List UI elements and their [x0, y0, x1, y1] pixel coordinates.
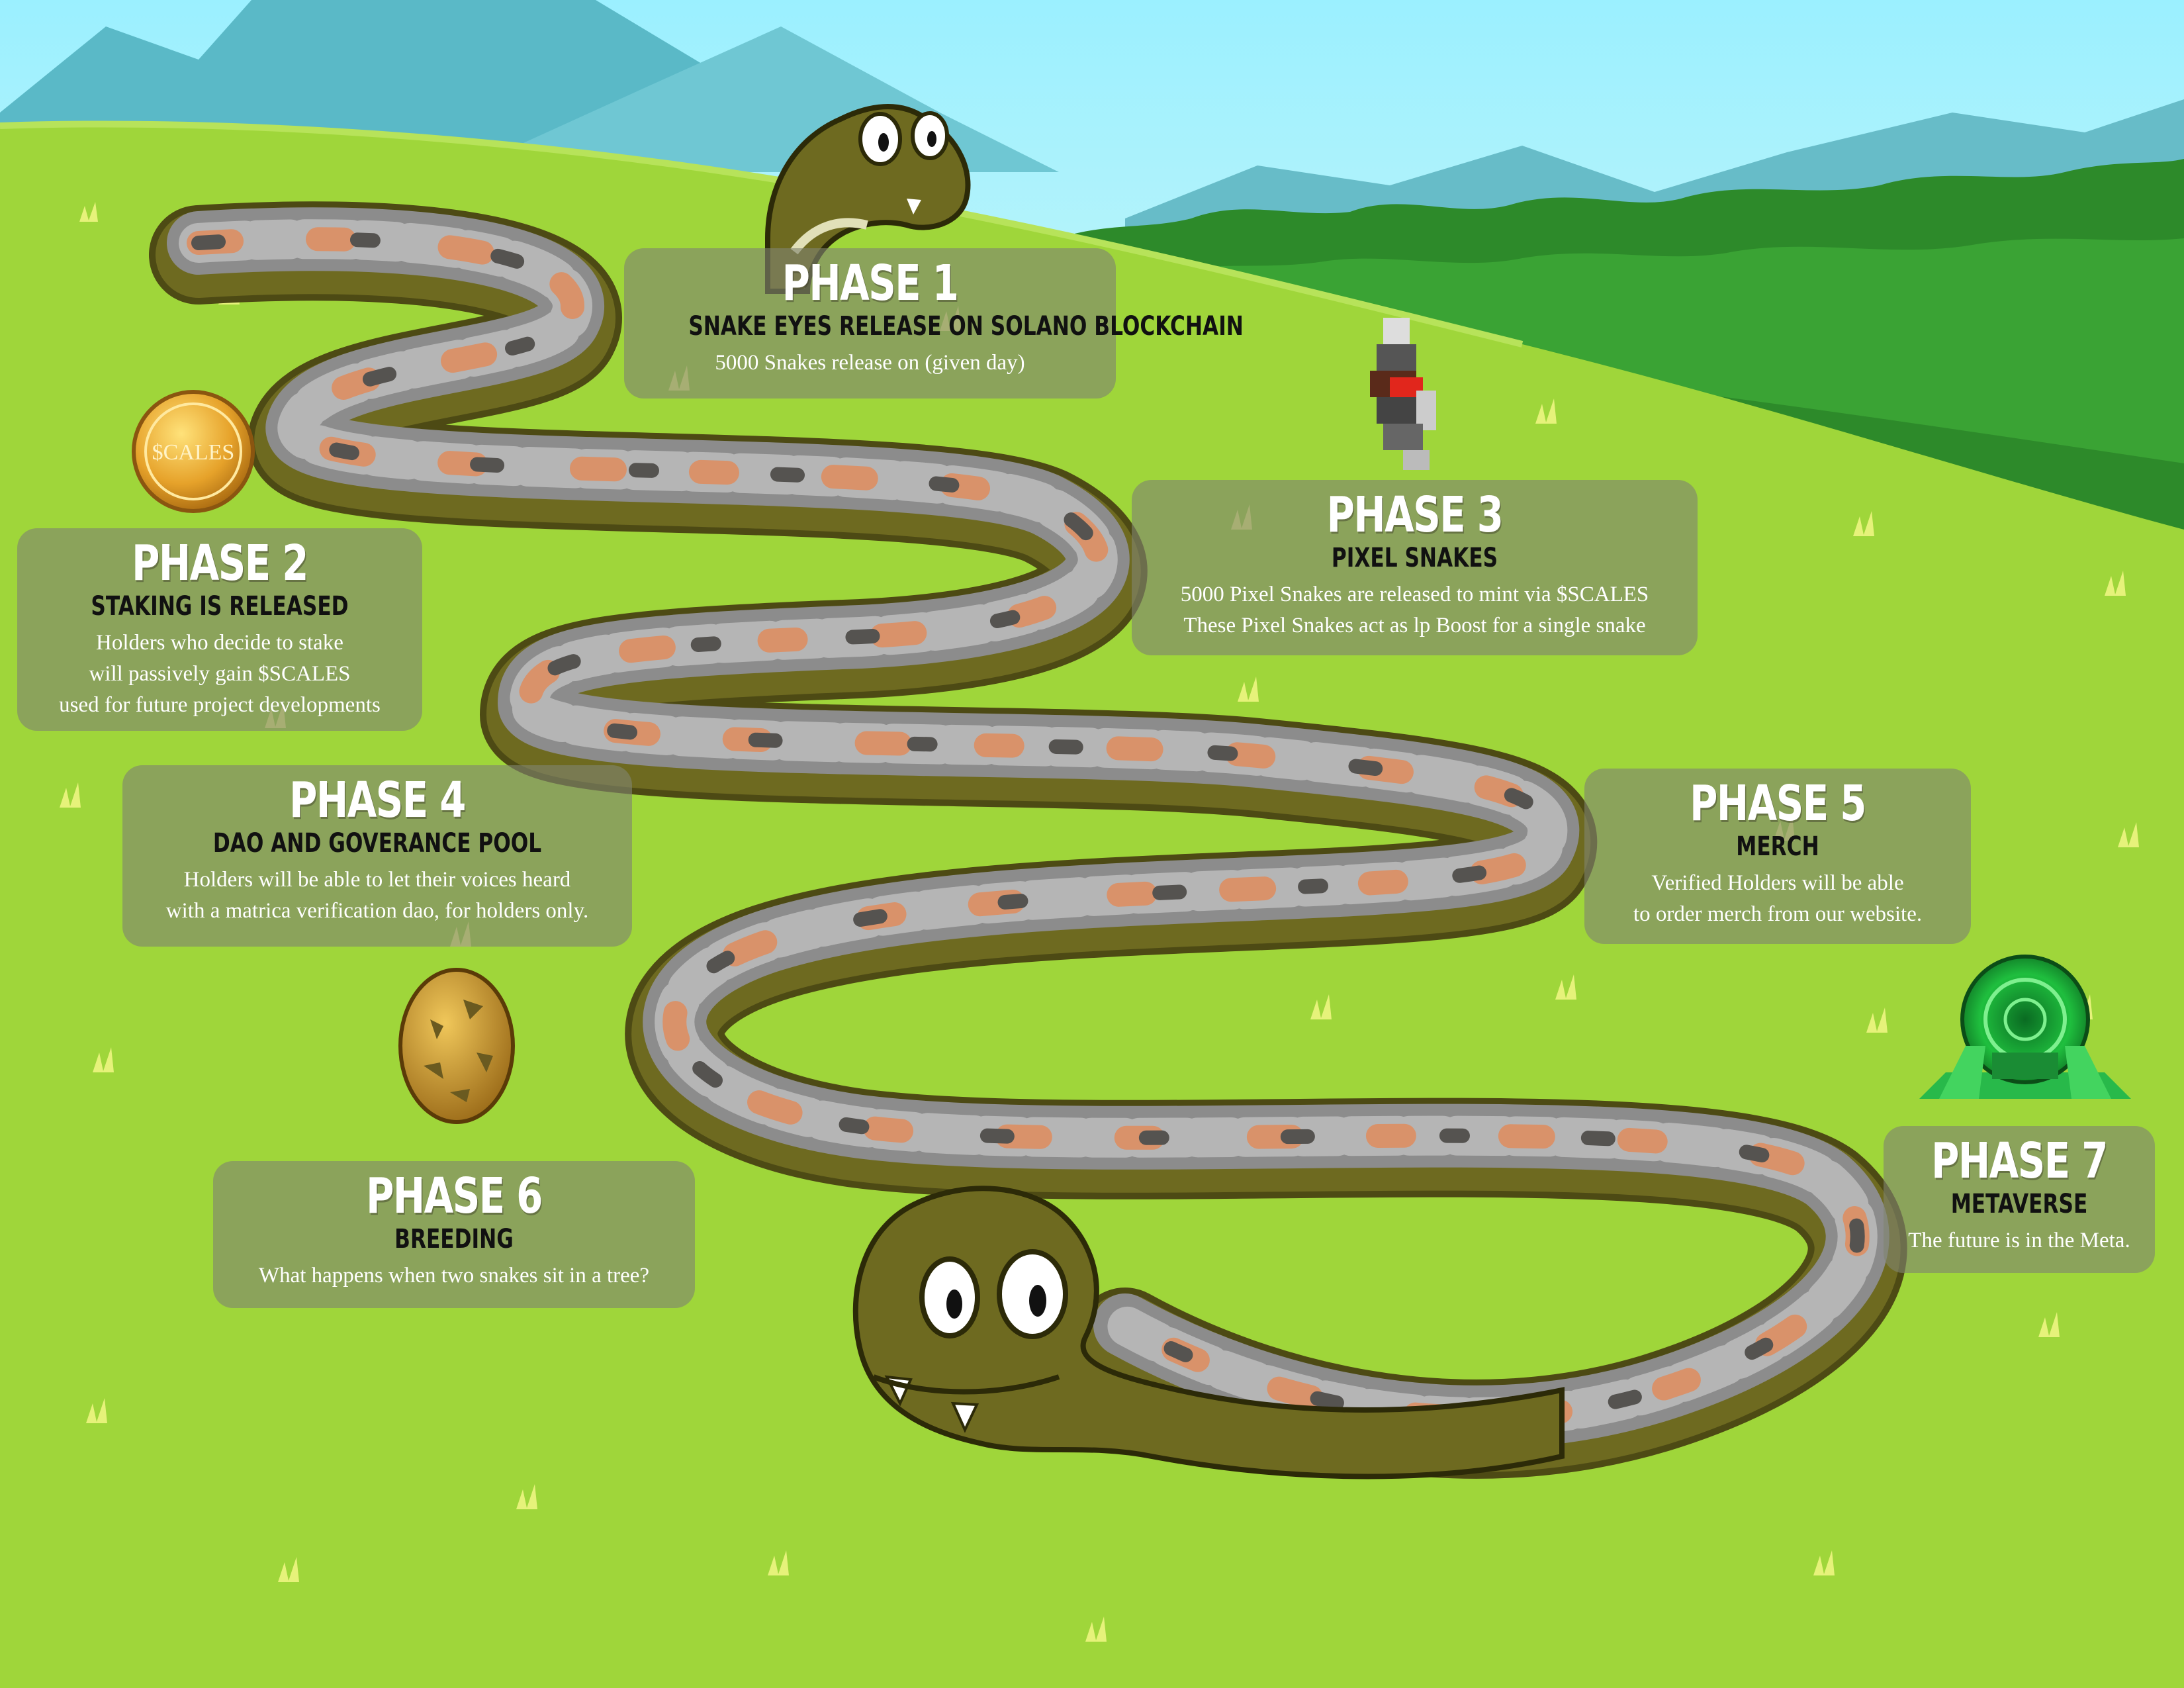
- phase-line: used for future project developments: [59, 692, 381, 717]
- phase-description: 5000 Snakes release on (given day): [637, 348, 1103, 379]
- phase-line: with a matrica verification dao, for hol…: [165, 898, 589, 923]
- phase-3-card: PHASE 3 PIXEL SNAKES 5000 Pixel Snakes a…: [1132, 480, 1698, 655]
- phase-2-card: PHASE 2 STAKING IS RELEASED Holders who …: [17, 528, 422, 731]
- coin-label: $CALES: [152, 440, 235, 465]
- snake-egg-icon: [398, 968, 515, 1124]
- phase-subtitle: PIXEL SNAKES: [1331, 543, 1498, 573]
- snake-head-icon: [765, 104, 971, 294]
- phase-line: Holders will be able to let their voices…: [183, 868, 571, 892]
- phase-title: PHASE 5: [1690, 775, 1866, 832]
- phase-description: The future is in the Meta.: [1897, 1225, 2142, 1256]
- phase-subtitle: BREEDING: [394, 1224, 514, 1254]
- phase-7-card: PHASE 7 METAVERSE The future is in the M…: [1884, 1126, 2155, 1273]
- phase-subtitle: STAKING IS RELEASED: [91, 591, 349, 622]
- scales-coin-icon: $CALES: [132, 390, 255, 513]
- phase-4-card: PHASE 4 DAO AND GOVERANCE POOL Holders w…: [122, 765, 632, 947]
- phase-line: These Pixel Snakes act as lp Boost for a…: [1183, 613, 1646, 637]
- phase-description: What happens when two snakes sit in a tr…: [226, 1260, 682, 1291]
- phase-line: to order merch from our website.: [1633, 902, 1923, 926]
- phase-description: Holders will be able to let their voices…: [136, 865, 619, 927]
- phase-6-card: PHASE 6 BREEDING What happens when two s…: [213, 1161, 695, 1308]
- phase-line: The future is in the Meta.: [1908, 1229, 2130, 1252]
- phase-line: will passively gain $SCALES: [89, 661, 351, 686]
- pixel-snake-icon: [1370, 318, 1436, 470]
- phase-title: PHASE 4: [289, 772, 466, 829]
- phase-subtitle: MERCH: [1736, 831, 1819, 862]
- phase-line: Holders who decide to stake: [96, 631, 343, 655]
- phase-title: PHASE 1: [782, 255, 959, 312]
- snake-body: [149, 201, 1907, 1479]
- phase-title: PHASE 7: [1931, 1133, 2108, 1190]
- phase-line: 5000 Snakes release on (given day): [715, 351, 1025, 375]
- phase-subtitle: DAO AND GOVERANCE POOL: [212, 828, 542, 859]
- tree-line-front: [1125, 238, 2184, 463]
- phase-5-card: PHASE 5 MERCH Verified Holders will be a…: [1584, 769, 1971, 944]
- phase-title: PHASE 3: [1326, 487, 1504, 543]
- phase-line: Verified Holders will be able: [1651, 871, 1904, 895]
- phase-line: What happens when two snakes sit in a tr…: [258, 1264, 650, 1288]
- phase-subtitle: SNAKE EYES RELEASE ON SOLANO BLOCKCHAIN: [688, 311, 1244, 342]
- phase-title: PHASE 2: [132, 535, 308, 592]
- phase-1-card: PHASE 1 SNAKE EYES RELEASE ON SOLANO BLO…: [624, 248, 1244, 399]
- phase-title: PHASE 6: [366, 1168, 543, 1225]
- phase-description: Holders who decide to stake will passive…: [30, 628, 409, 721]
- phase-description: 5000 Pixel Snakes are released to mint v…: [1145, 579, 1684, 641]
- snake-head-icon: [852, 1186, 1565, 1479]
- phase-description: Verified Holders will be able to order m…: [1598, 868, 1958, 930]
- phase-subtitle: METAVERSE: [1950, 1189, 2088, 1219]
- metaverse-portal-icon: [1919, 955, 2131, 1099]
- phase-line: 5000 Pixel Snakes are released to mint v…: [1180, 583, 1649, 606]
